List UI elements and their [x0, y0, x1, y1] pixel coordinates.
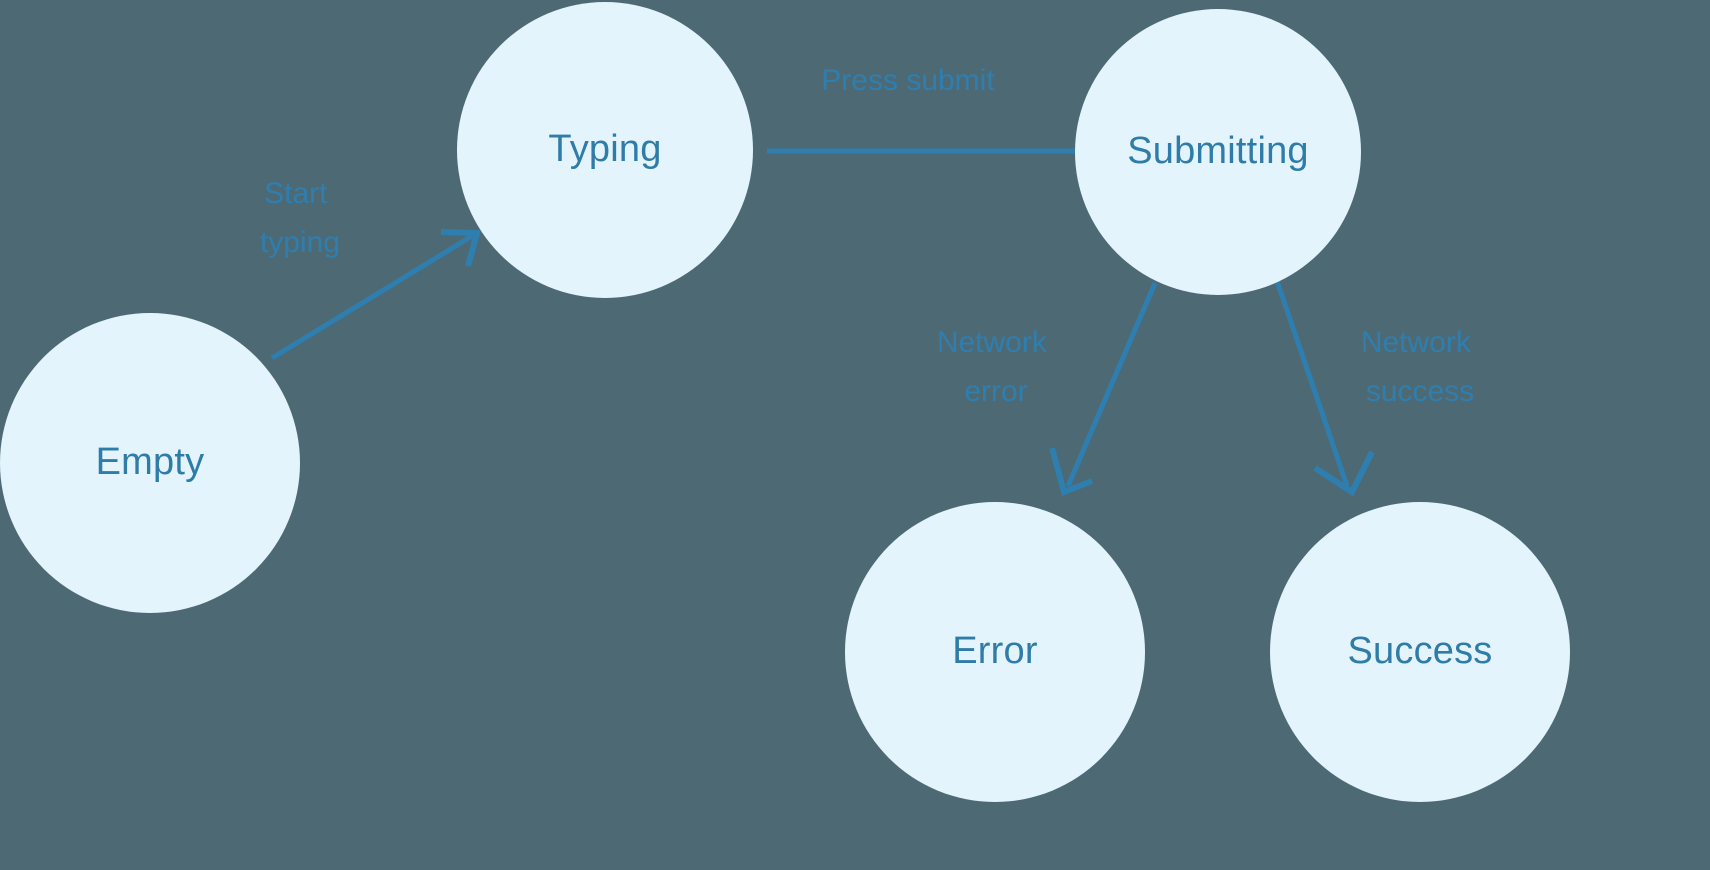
edge-submitting-to-success: Network success [1274, 280, 1479, 497]
state-node-typing[interactable]: Typing [457, 2, 753, 298]
edge-submitting-to-error-line [1065, 282, 1158, 487]
edge-label-line: Network [1361, 326, 1472, 359]
state-node-error-circle[interactable] [845, 502, 1145, 802]
state-node-success-label: Success [1347, 630, 1492, 672]
edge-submitting-to-error-label: Network error [937, 326, 1055, 408]
state-node-error[interactable]: Error [845, 502, 1145, 802]
state-node-success-circle[interactable] [1270, 502, 1570, 802]
edge-empty-to-typing: Start typing [260, 177, 481, 361]
edge-submitting-to-success-arrowhead [1313, 450, 1375, 497]
state-node-submitting[interactable]: Submitting [1075, 9, 1361, 295]
edge-submitting-to-error-arrowhead [1049, 447, 1094, 497]
state-node-empty-circle[interactable] [0, 313, 300, 613]
edge-typing-to-submitting-label: Press submit [821, 64, 995, 97]
edge-typing-to-submitting: Press submit [767, 64, 1151, 180]
state-node-error-label: Error [952, 630, 1038, 672]
state-node-submitting-circle[interactable] [1075, 9, 1361, 295]
state-node-empty-label: Empty [96, 441, 205, 483]
edge-label-line: error [964, 375, 1027, 408]
edge-empty-to-typing-line [270, 233, 474, 361]
state-node-empty[interactable]: Empty [0, 313, 300, 613]
state-node-success[interactable]: Success [1270, 502, 1570, 802]
state-node-submitting-label: Submitting [1127, 130, 1309, 172]
edge-label-line: Start [264, 177, 328, 210]
edge-label-line: success [1366, 375, 1474, 408]
edge-label-line: Press submit [821, 64, 995, 97]
edge-submitting-to-error: Network error [937, 282, 1158, 497]
state-node-typing-circle[interactable] [457, 2, 753, 298]
edge-empty-to-typing-label: Start typing [260, 177, 340, 259]
edge-submitting-to-success-line [1274, 280, 1350, 487]
state-node-typing-label: Typing [548, 128, 661, 170]
edge-label-line: Network [937, 326, 1048, 359]
edge-empty-to-typing-arrowhead [440, 229, 481, 267]
edge-submitting-to-success-label: Network success [1361, 326, 1479, 408]
edge-label-line: typing [260, 226, 340, 259]
